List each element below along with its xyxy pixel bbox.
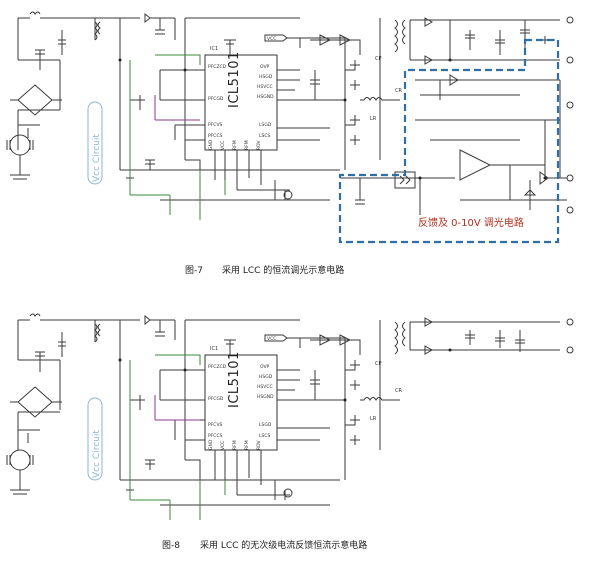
feedback-region-outline bbox=[338, 38, 560, 244]
pin-label: OVP bbox=[260, 364, 270, 370]
watermark-fig8: Vcc Circuit bbox=[92, 430, 102, 478]
pin-label: GND bbox=[208, 439, 214, 450]
caption-text-fig7: 采用 LCC 的恒流调光示意电路 bbox=[222, 264, 344, 276]
pin-label: HSVCC bbox=[257, 84, 273, 90]
caption-number-fig8: 图-8 bbox=[162, 540, 180, 551]
pin-label: PFCGD bbox=[208, 96, 224, 102]
pin-label: LSGD bbox=[259, 122, 272, 128]
ic-ref-label: IC1 bbox=[210, 46, 218, 52]
pin-label: HSGND bbox=[257, 394, 274, 400]
pin-label: PFCGD bbox=[208, 396, 224, 402]
inductor-label: LR bbox=[370, 116, 377, 122]
vcc-tag: VCC bbox=[267, 36, 276, 42]
figure-8-schematic: IC1 ICL5101 PFCZCD PFCGD PFCVS PFCCS OVP… bbox=[6, 313, 574, 520]
pin-label: HSGND bbox=[257, 94, 274, 100]
caption-number-fig7: 图-7 bbox=[185, 265, 203, 276]
pin-label: RFM bbox=[232, 440, 238, 450]
chip-name-fig7: ICL5101 bbox=[227, 51, 242, 108]
pin-label: HSVCC bbox=[257, 384, 273, 390]
pin-label: OVP bbox=[260, 64, 270, 70]
pin-label: RDV bbox=[256, 139, 262, 150]
pin-label: PFCCS bbox=[208, 133, 223, 139]
pin-label: PFCCS bbox=[208, 433, 223, 439]
pin-label: LSGD bbox=[259, 422, 272, 428]
cap-label: CP bbox=[375, 56, 382, 62]
pin-label: HSGD bbox=[259, 74, 273, 80]
pin-label: RDV bbox=[256, 439, 262, 450]
cap-label: CR bbox=[395, 388, 402, 394]
watermark-fig7: Vcc Circuit bbox=[92, 134, 102, 182]
ic-ref-label: IC1 bbox=[210, 346, 218, 352]
figure-7-schematic: IC1 ICL5101 PFCZCD PFCGD PFCVS PFCCS OVP… bbox=[6, 11, 574, 244]
cap-label: CR bbox=[395, 88, 402, 94]
chip-name-fig8: ICL5101 bbox=[227, 351, 242, 408]
pin-label: RFM bbox=[232, 140, 238, 150]
pin-label: VCC bbox=[220, 441, 226, 450]
pin-label: PFCZCD bbox=[208, 64, 227, 70]
pin-label: RFM bbox=[244, 440, 250, 450]
inductor-label: LR bbox=[370, 416, 377, 422]
pin-label: GND bbox=[208, 139, 214, 150]
pin-label: LSCS bbox=[259, 133, 271, 139]
vcc-tag: VCC bbox=[267, 336, 276, 342]
pin-label: VCC bbox=[220, 141, 226, 150]
pin-label: HSGD bbox=[259, 374, 273, 380]
pin-label: RFM bbox=[244, 140, 250, 150]
pin-label: PFCZCD bbox=[208, 364, 227, 370]
feedback-region-label: 反馈及 0-10V 调光电路 bbox=[418, 216, 524, 229]
cap-label: CP bbox=[375, 361, 382, 367]
pin-label: LSCS bbox=[259, 433, 271, 439]
caption-text-fig8: 采用 LCC 的无次级电流反馈恒流示意电路 bbox=[200, 539, 367, 551]
pin-label: PFCVS bbox=[208, 122, 223, 128]
pin-label: PFCVS bbox=[208, 422, 223, 428]
